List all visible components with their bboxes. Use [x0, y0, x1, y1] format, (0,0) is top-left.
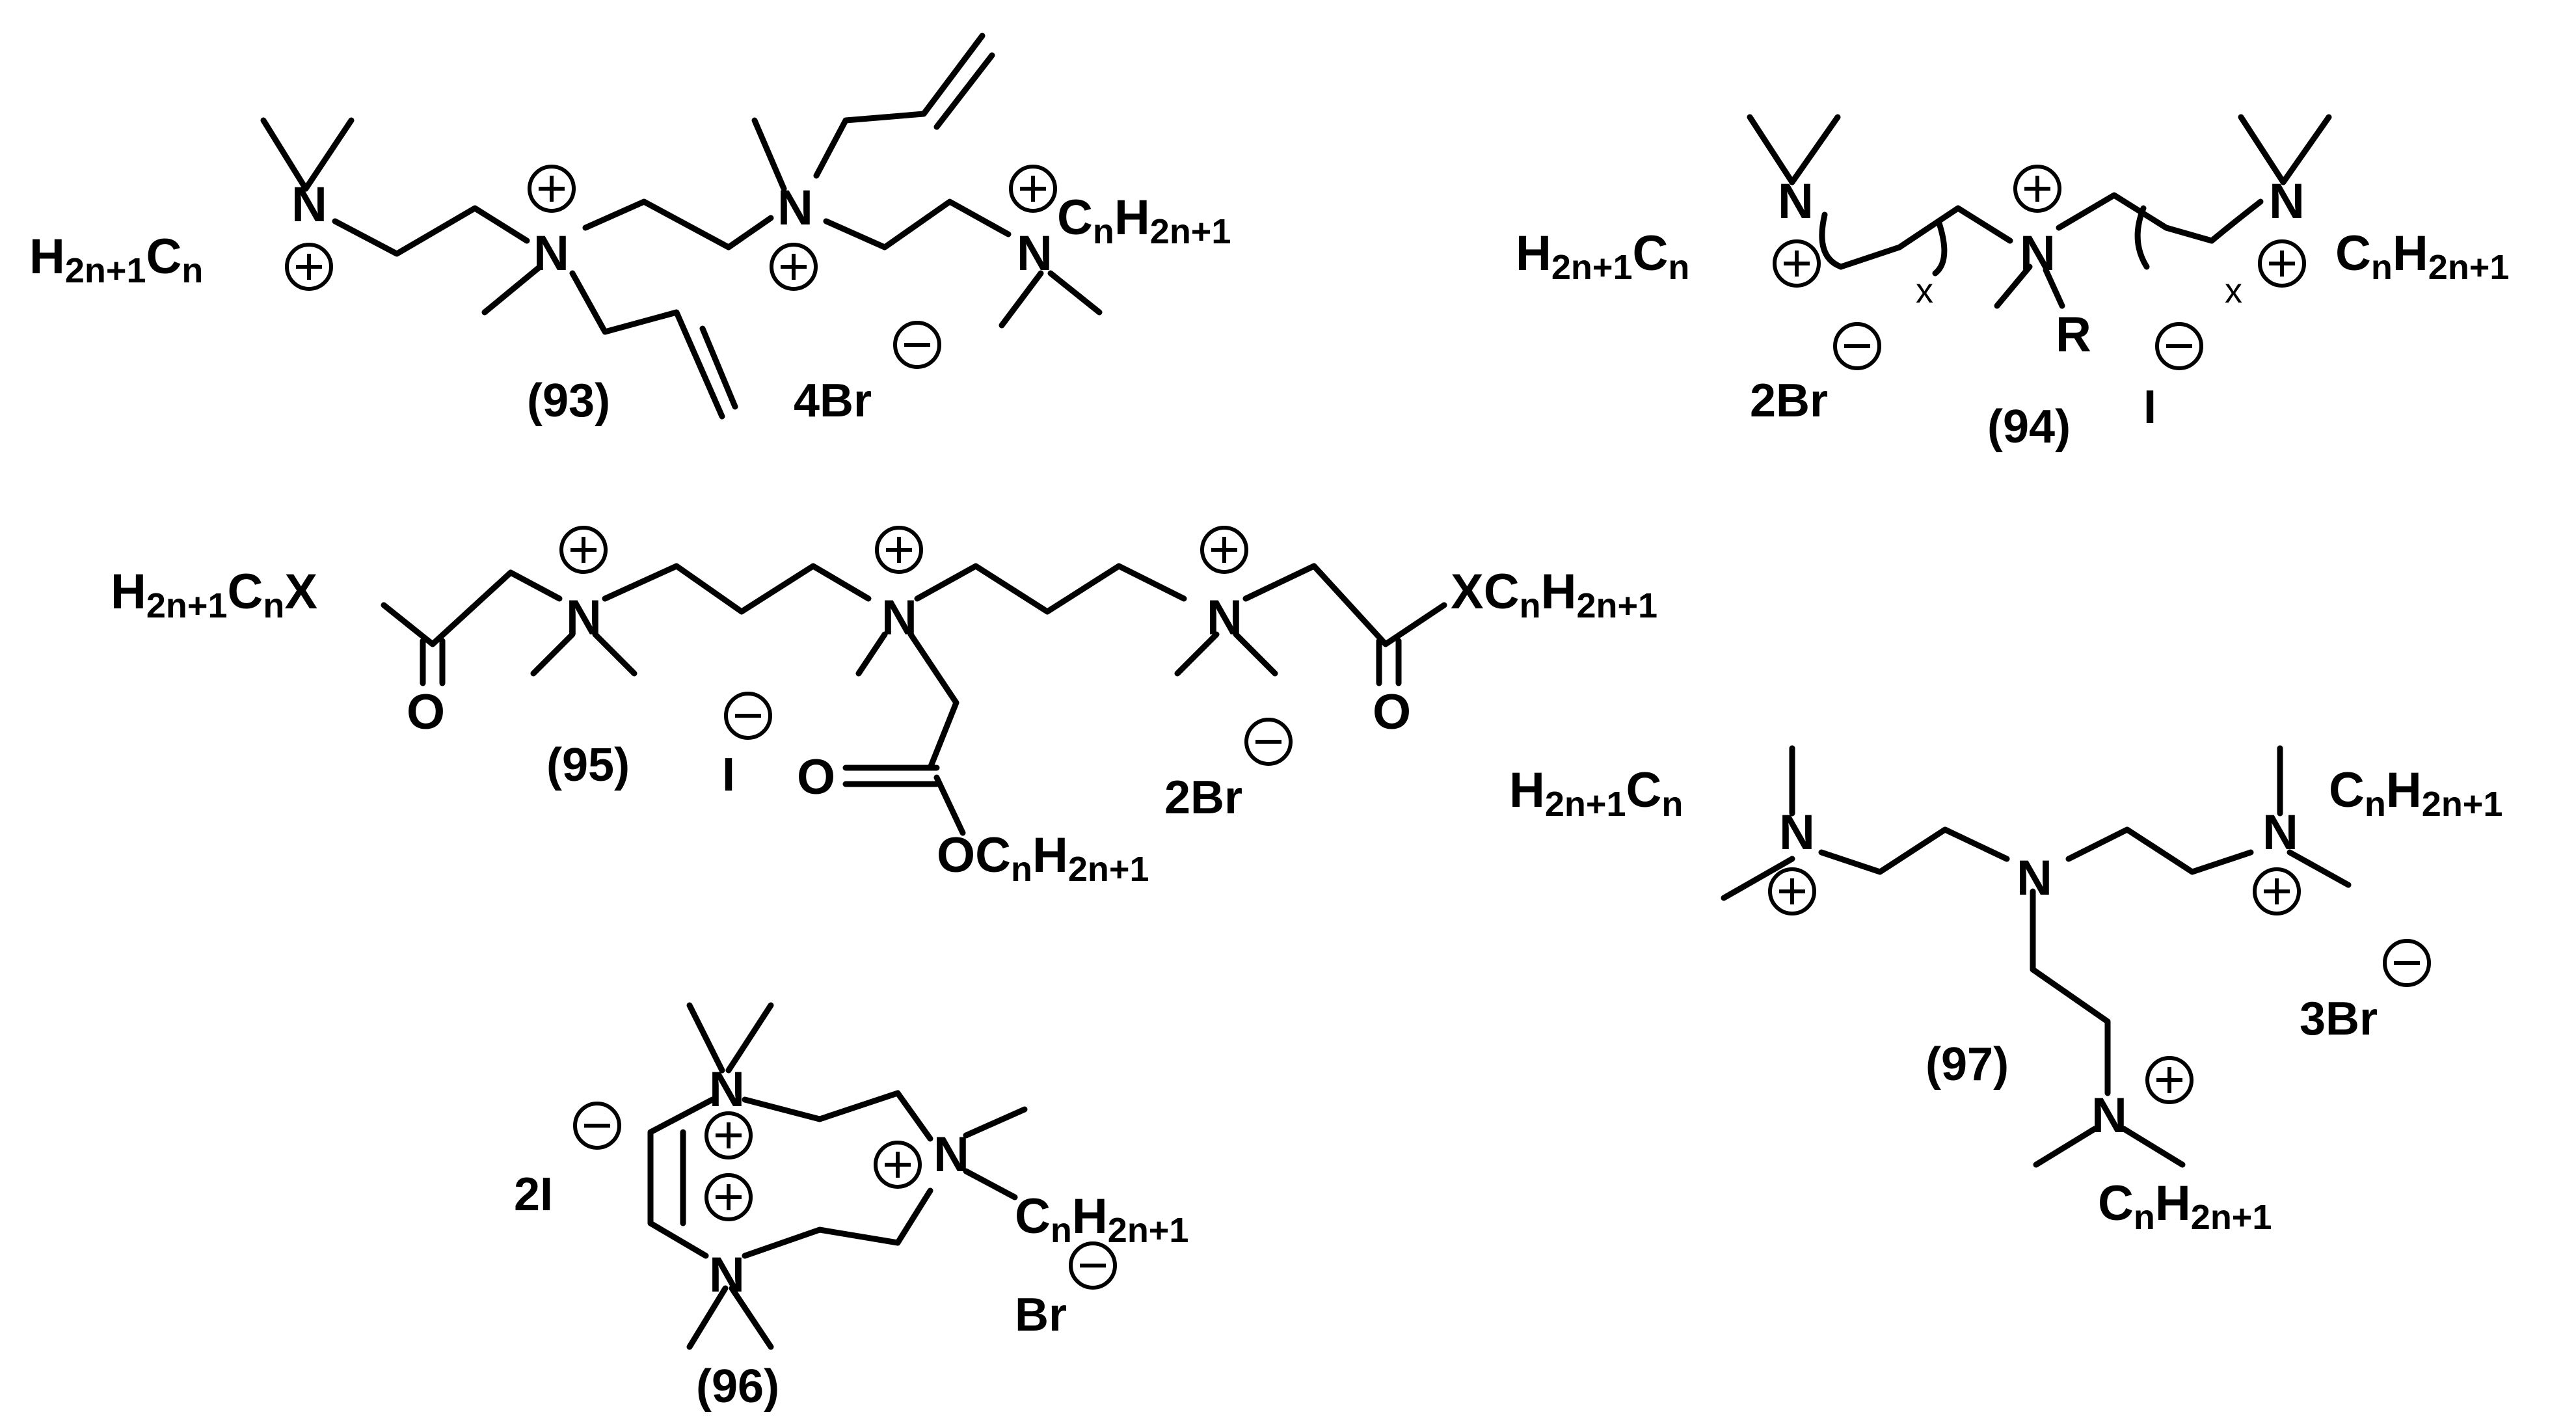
c97-nitrogen-2: N	[2017, 850, 2052, 906]
c97-counterion: 3Br	[2300, 993, 2378, 1045]
compound-95: H2n+1CnX O N (95) I N O OCnH2n+1 N 2Br O…	[111, 528, 1657, 889]
c95-left-chain: H2n+1CnX	[111, 564, 317, 625]
c93-right-chain: CnH2n+1	[1057, 190, 1231, 251]
c93-nitrogen-1: N	[291, 177, 327, 232]
c96-nitrogen-1: N	[709, 1062, 745, 1117]
c93-nitrogen-2: N	[533, 226, 569, 281]
c95-oxygen-left: O	[407, 684, 445, 740]
compound-97: H2n+1Cn N N N CnH2n+1 (97) 3Br N CnH2n+1	[1509, 745, 2502, 1237]
c94-counterion-bromide: 2Br	[1750, 375, 1828, 427]
compound-96-bonds	[647, 1002, 1028, 1350]
c94-repeat-left: x	[1916, 271, 1933, 310]
compound-93-bonds	[260, 33, 1103, 420]
c94-left-chain: H2n+1Cn	[1516, 226, 1689, 287]
c94-nitrogen-3: N	[2269, 174, 2305, 229]
c95-oxygen-ester: O	[797, 750, 835, 805]
compound-94-bonds	[1747, 114, 2332, 309]
c94-substituent: R	[2056, 307, 2091, 362]
c97-nitrogen-3: N	[2262, 805, 2298, 860]
c93-nitrogen-3: N	[777, 180, 813, 236]
compound-94-label: (94)	[1987, 401, 2071, 453]
c94-counterion-iodide: I	[2143, 381, 2156, 433]
c96-chain: CnH2n+1	[1015, 1189, 1188, 1250]
c96-counterion-iodide: 2I	[514, 1169, 553, 1221]
compound-96: N N N CnH2n+1 2I Br (96)	[514, 1002, 1188, 1413]
c94-nitrogen-2: N	[2020, 226, 2056, 281]
compound-96-label: (96)	[696, 1361, 779, 1413]
compound-94: H2n+1Cn N x N R x N CnH2n+1 2Br (94) I	[1516, 114, 2509, 453]
c93-counterion: 4Br	[794, 375, 872, 427]
c97-bottom-chain: CnH2n+1	[2098, 1176, 2272, 1237]
c94-nitrogen-1: N	[1778, 174, 1814, 229]
compound-97-label: (97)	[1925, 1038, 2009, 1091]
compound-93-label: (93)	[527, 375, 610, 427]
c95-right-chain: XCnH2n+1	[1451, 564, 1657, 625]
compound-95-label: (95)	[546, 739, 630, 791]
c95-counterion-bromide: 2Br	[1164, 772, 1242, 824]
c93-nitrogen-4: N	[1017, 226, 1053, 281]
c96-nitrogen-2: N	[709, 1247, 745, 1303]
c95-nitrogen-3: N	[1207, 590, 1242, 645]
compound-95-bonds	[381, 563, 1447, 836]
c95-nitrogen-1: N	[566, 590, 602, 645]
c96-nitrogen-3: N	[933, 1127, 969, 1182]
c96-counterion-bromide: Br	[1015, 1289, 1067, 1341]
c95-ester-chain: OCnH2n+1	[937, 828, 1149, 889]
c94-repeat-right: x	[2225, 271, 2242, 310]
c97-left-chain: H2n+1Cn	[1509, 763, 1683, 824]
c95-counterion-iodide: I	[722, 749, 735, 801]
compound-93: H2n+1Cn N N N N CnH2n+1 (93) 4Br	[29, 33, 1231, 427]
c95-oxygen-right: O	[1373, 684, 1411, 740]
c97-nitrogen-1: N	[1779, 805, 1815, 860]
c97-nitrogen-4: N	[2091, 1088, 2127, 1143]
c95-nitrogen-2: N	[881, 590, 917, 645]
c94-right-chain: CnH2n+1	[2335, 226, 2509, 287]
c97-right-chain: CnH2n+1	[2329, 763, 2502, 824]
c93-left-chain: H2n+1Cn	[29, 229, 203, 290]
compound-97-bonds	[1721, 745, 2352, 1168]
